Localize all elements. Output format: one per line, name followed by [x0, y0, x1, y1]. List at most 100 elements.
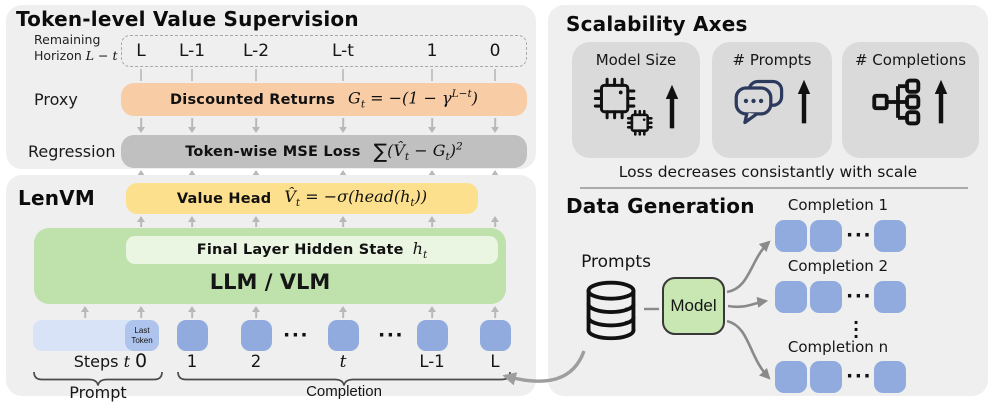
loss-note: Loss decreases consistantly with scale — [618, 163, 918, 181]
token-label: 1 — [186, 352, 198, 371]
up-arrow — [338, 306, 348, 318]
connector-line — [255, 69, 257, 81]
up-trend-arrow-icon — [934, 79, 948, 124]
value-head-label: Value Head — [176, 190, 272, 207]
mse-loss-box: Token-wise MSE Loss ∑(V̂t − Gt)2 — [121, 135, 527, 168]
connector-line — [342, 69, 344, 81]
token-label: L — [490, 352, 500, 371]
up-arrow — [427, 216, 437, 227]
card-num-prompts-icons — [733, 76, 812, 128]
connector-line — [140, 69, 142, 81]
down-arrow — [136, 118, 146, 133]
scalability-title: Scalability Axes — [566, 12, 748, 36]
prompt-brace — [33, 371, 163, 386]
mse-loss-formula: ∑(V̂t − Gt)2 — [373, 139, 463, 164]
token — [177, 320, 208, 351]
up-trend-arrow-icon — [797, 79, 810, 124]
token — [241, 320, 272, 351]
horizon-value: L-t — [332, 41, 354, 61]
model-box: Model — [662, 277, 725, 335]
token — [417, 320, 448, 351]
hidden-state-label: Final Layer Hidden State — [196, 242, 404, 258]
token — [775, 281, 807, 313]
card-num-completions-label: # Completions — [854, 51, 967, 69]
chat-bubbles-icon — [734, 79, 783, 125]
card-num-prompts-label: # Prompts — [732, 51, 812, 69]
separator-line — [580, 187, 968, 189]
completion-row-label: Completion n — [787, 338, 889, 356]
token — [810, 220, 842, 252]
down-arrow — [251, 118, 261, 133]
token — [810, 281, 842, 313]
ellipsis: ··· — [283, 324, 310, 346]
horizon-dashed-box — [121, 35, 527, 67]
down-arrow — [490, 118, 500, 133]
up-arrow — [490, 216, 500, 227]
lenvm-title: LenVM — [18, 186, 95, 210]
up-arrow — [490, 306, 500, 318]
up-arrow — [187, 306, 197, 318]
last-token-box: Last Token — [125, 320, 159, 351]
up-trend-arrow-icon — [665, 84, 678, 129]
up-arrow — [80, 306, 90, 318]
token — [874, 220, 906, 252]
up-arrow — [136, 306, 146, 318]
connector-line — [431, 69, 433, 81]
remaining-line1: Remaining — [34, 32, 101, 47]
horizon-value: L — [136, 41, 146, 61]
card-model-size-label: Model Size — [595, 51, 677, 69]
horizon-value: 0 — [489, 41, 501, 61]
database-icon — [586, 280, 636, 341]
token — [775, 220, 807, 252]
card-model-size: Model Size — [572, 42, 700, 158]
remaining-math: L − t — [85, 47, 118, 63]
llm-label: LLM / VLM — [209, 270, 331, 294]
up-arrow — [187, 216, 197, 227]
completion-row-label: Completion 2 — [787, 257, 889, 275]
card-num-prompts: # Prompts — [712, 42, 832, 158]
discounted-returns-box: Discounted Returns Gt = −(1 − γL−t) — [121, 83, 527, 116]
horizon-value: L-1 — [178, 41, 206, 61]
up-arrow — [251, 216, 261, 227]
token-label: 2 — [250, 352, 262, 371]
completion-row-label: Completion 1 — [787, 196, 889, 214]
prompt-brace-label: Prompt — [69, 383, 127, 402]
step-zero-label: 0 — [134, 350, 148, 372]
ellipsis: ··· — [846, 224, 873, 246]
down-arrow — [338, 118, 348, 133]
vertical-ellipsis: · · · — [852, 313, 860, 346]
hidden-state-var: ht — [412, 238, 428, 262]
horizon-value: 1 — [426, 41, 438, 61]
value-head-formula: V̂t = −σ(head(ht)) — [284, 187, 428, 210]
steps-label: Steps t — [73, 352, 130, 371]
up-arrow — [136, 216, 146, 227]
down-arrow — [427, 118, 437, 133]
token — [874, 281, 906, 313]
up-arrow — [251, 306, 261, 318]
prompts-label: Prompts — [581, 252, 651, 272]
card-model-size-icons — [593, 76, 680, 138]
regression-row-label: Regression — [28, 142, 116, 161]
ellipsis: ··· — [846, 285, 873, 307]
value-head-box: Value Head V̂t = −σ(head(ht)) — [126, 183, 478, 214]
down-arrow — [187, 118, 197, 133]
token — [810, 361, 842, 393]
up-arrow — [427, 306, 437, 318]
discounted-returns-formula: Gt = −(1 − γL−t) — [348, 88, 478, 111]
up-arrow — [338, 216, 348, 227]
proxy-row-label: Proxy — [34, 90, 78, 109]
ellipsis: ··· — [378, 324, 405, 346]
ellipsis: ··· — [846, 365, 873, 387]
datagen-title: Data Generation — [566, 194, 755, 218]
token — [775, 361, 807, 393]
mse-loss-label: Token-wise MSE Loss — [185, 143, 361, 160]
discounted-returns-label: Discounted Returns — [170, 91, 336, 108]
remaining-line2: Horizon — [34, 47, 82, 63]
token — [480, 320, 511, 351]
hidden-state-box: Final Layer Hidden State ht — [126, 236, 498, 264]
supervision-title: Token-level Value Supervision — [16, 7, 359, 31]
token-label: t — [339, 352, 347, 372]
token — [874, 361, 906, 393]
horizon-value: L-2 — [242, 41, 270, 61]
